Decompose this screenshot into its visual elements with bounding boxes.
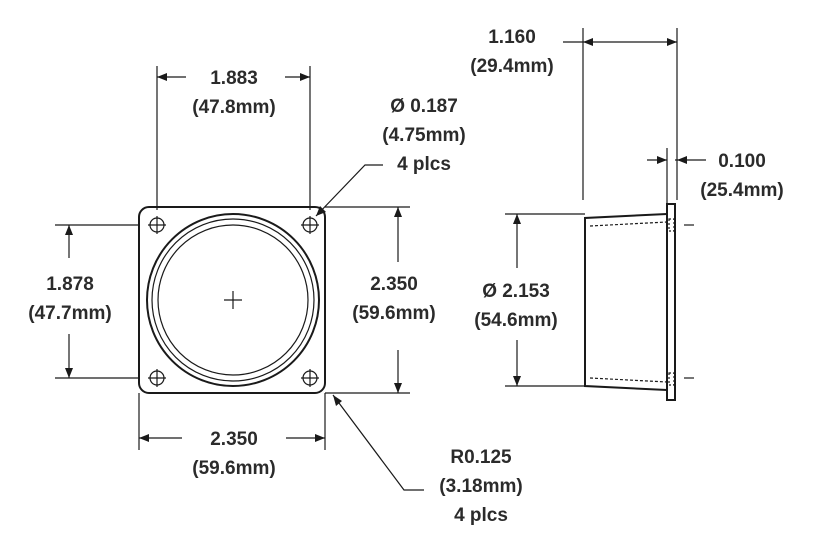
side-body-profile	[584, 213, 668, 391]
body-diameter-mm: (54.6mm)	[474, 310, 557, 331]
flange-thickness-inch: 0.100	[718, 151, 766, 172]
flange-height-mm: (59.6mm)	[352, 303, 435, 324]
hole-diameter-qty: 4 plcs	[397, 154, 451, 175]
corner-radius-inch: R0.125	[450, 447, 512, 468]
dim-overall-depth: 1.160 (29.4mm)	[470, 27, 678, 200]
mounting-hole-bottom-right	[301, 369, 319, 387]
overall-depth-inch: 1.160	[488, 27, 536, 48]
dim-hole-spacing-vertical: 1.878 (47.7mm)	[28, 224, 139, 379]
flange-height-inch: 2.350	[370, 274, 418, 295]
flange-width-inch: 2.350	[210, 429, 258, 450]
front-view	[138, 206, 326, 394]
flange-thickness-mm: (25.4mm)	[700, 180, 783, 201]
flange-width-mm: (59.6mm)	[192, 458, 275, 479]
middle-ring	[151, 218, 315, 382]
hole-diameter-inch: Ø 0.187	[390, 96, 458, 117]
body-diameter-inch: Ø 2.153	[482, 281, 550, 302]
mounting-hole-bottom-left	[148, 369, 166, 387]
flange-outline	[138, 206, 326, 394]
callout-hole-diameter: Ø 0.187 (4.75mm) 4 plcs	[315, 96, 466, 217]
hole-diameter-mm: (4.75mm)	[382, 125, 465, 146]
mounting-hole-top-left	[148, 216, 166, 234]
side-flange-plate	[666, 203, 676, 401]
corner-radius-mm: (3.18mm)	[439, 476, 522, 497]
mounting-hole-top-right	[301, 216, 319, 234]
hole-spacing-v-mm: (47.7mm)	[28, 303, 111, 324]
dim-body-diameter: Ø 2.153 (54.6mm)	[474, 213, 585, 387]
dim-flange-width: 2.350 (59.6mm)	[138, 393, 326, 479]
dim-flange-thickness: 0.100 (25.4mm)	[647, 148, 784, 204]
hole-spacing-h-inch: 1.883	[210, 68, 258, 89]
hole-spacing-v-inch: 1.878	[46, 274, 94, 295]
hole-spacing-h-mm: (47.8mm)	[192, 97, 275, 118]
callout-corner-radius: R0.125 (3.18mm) 4 plcs	[332, 394, 523, 526]
dim-flange-height: 2.350 (59.6mm)	[325, 206, 436, 394]
inner-ring	[157, 224, 309, 376]
center-mark	[224, 291, 242, 309]
outer-ring	[146, 213, 320, 387]
dim-hole-spacing-horizontal: 1.883 (47.8mm)	[156, 66, 311, 210]
corner-radius-qty: 4 plcs	[454, 505, 508, 526]
side-view	[584, 203, 694, 401]
overall-depth-mm: (29.4mm)	[470, 56, 553, 77]
